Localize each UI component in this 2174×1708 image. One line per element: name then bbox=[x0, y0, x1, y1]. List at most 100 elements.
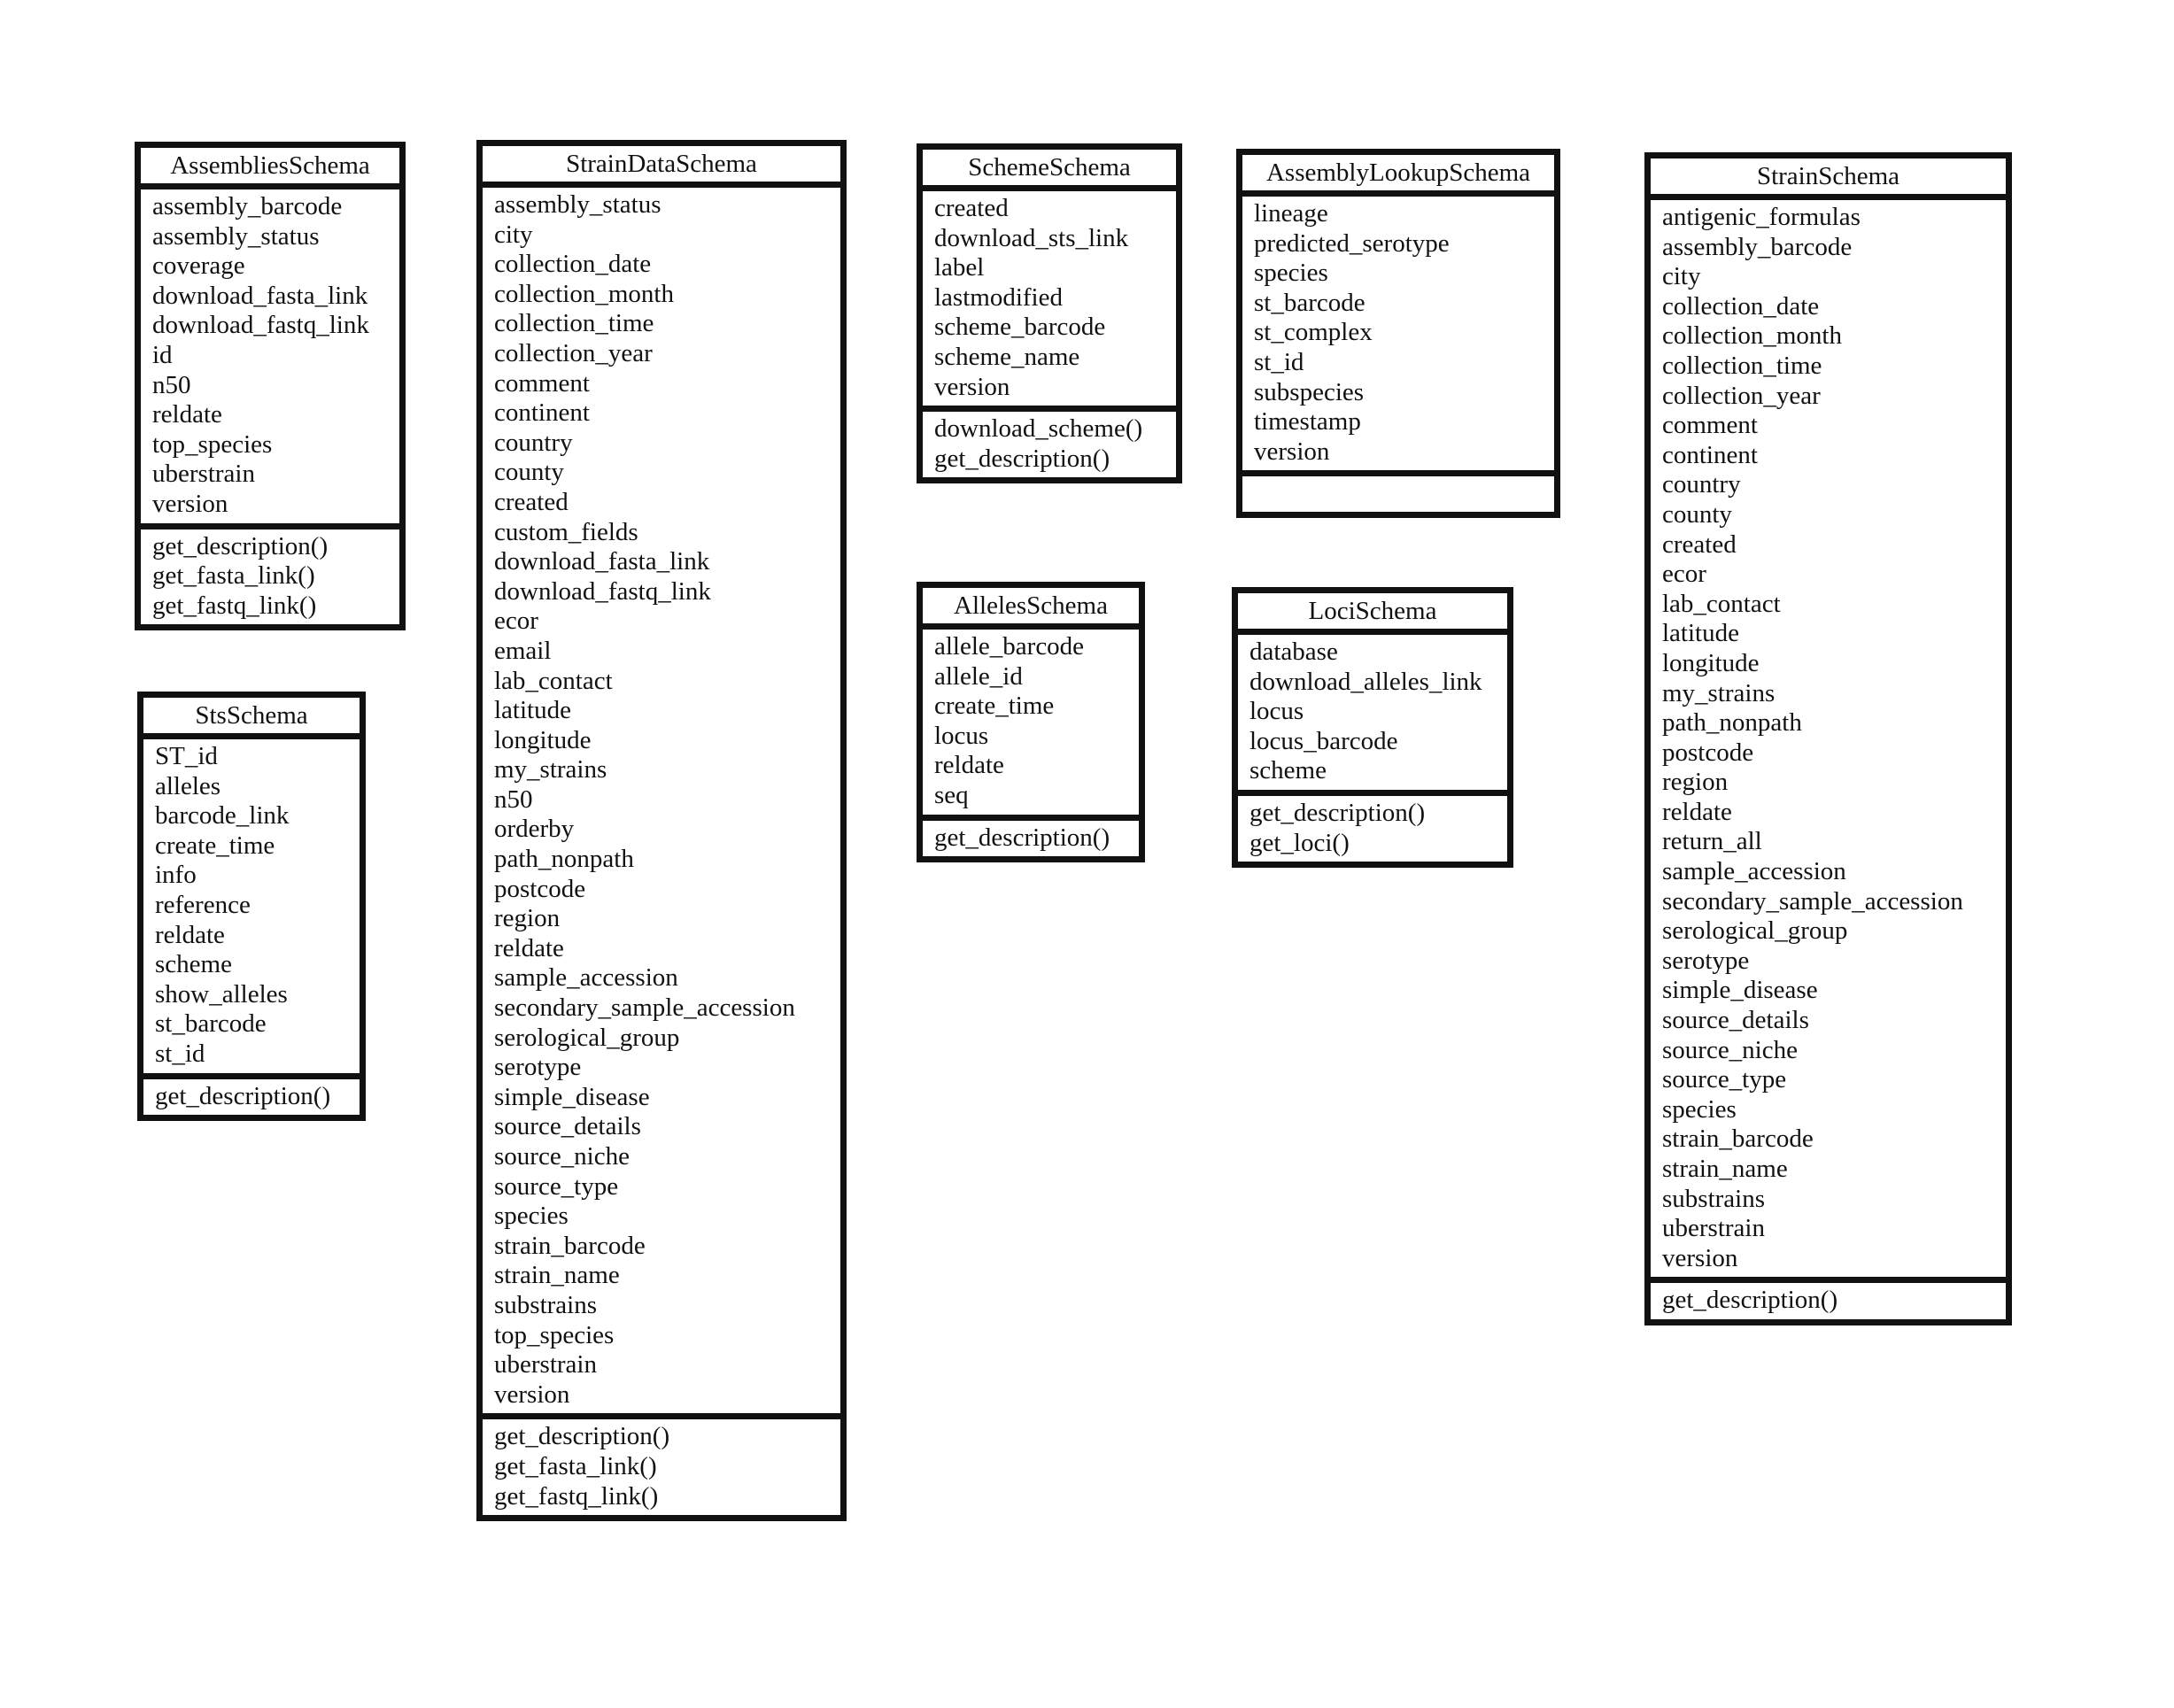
attribute-city: city bbox=[494, 220, 533, 249]
attribute-alleles: alleles bbox=[155, 771, 221, 800]
attribute-my-strains: my_strains bbox=[494, 755, 607, 784]
attribute-species: species bbox=[1662, 1094, 1737, 1124]
attribute-strain-barcode: strain_barcode bbox=[1662, 1124, 1814, 1154]
attribute-database: database bbox=[1249, 638, 1338, 666]
attribute-longitude: longitude bbox=[1662, 648, 1760, 677]
attribute-secondary-sample-accession: secondary_sample_accession bbox=[1662, 886, 1963, 916]
attribute-barcode-link: barcode_link bbox=[155, 801, 290, 831]
attribute-lab-contact: lab_contact bbox=[494, 666, 613, 695]
attribute-assembly-barcode: assembly_barcode bbox=[1662, 232, 1853, 261]
attribute-antigenic-formulas: antigenic_formulas bbox=[1662, 203, 1861, 231]
attribute-lastmodified: lastmodified bbox=[934, 282, 1063, 312]
attribute-top-species: top_species bbox=[152, 429, 273, 459]
attribute-top-species: top_species bbox=[494, 1320, 615, 1349]
attribute-locus: locus bbox=[1249, 697, 1304, 726]
attribute-comment: comment bbox=[1662, 411, 1758, 440]
method-get-description: get_description() bbox=[1249, 798, 1426, 827]
attribute-download-fasta-link: download_fasta_link bbox=[152, 281, 368, 310]
attribute-download-fasta-link: download_fasta_link bbox=[494, 547, 710, 576]
attribute-species: species bbox=[1254, 259, 1328, 288]
attribute-scheme: scheme bbox=[155, 950, 232, 979]
attribute-sample-accession: sample_accession bbox=[494, 963, 678, 993]
attribute-st-barcode: st_barcode bbox=[1254, 288, 1366, 317]
attribute-collection-year: collection_year bbox=[1662, 381, 1821, 410]
attribute-created: created bbox=[494, 487, 569, 516]
attribute-reldate: reldate bbox=[934, 751, 1004, 780]
attribute-scheme-name: scheme_name bbox=[934, 342, 1080, 371]
method-get-description: get_description() bbox=[934, 444, 1110, 473]
class-name: StrainDataSchema bbox=[483, 146, 840, 188]
method-get-fastq-link: get_fastq_link() bbox=[152, 591, 317, 620]
attribute-ecor: ecor bbox=[494, 607, 538, 636]
attribute-locus-barcode: locus_barcode bbox=[1249, 726, 1398, 755]
attribute-collection-time: collection_time bbox=[494, 309, 654, 338]
attribute-coverage: coverage bbox=[152, 251, 245, 281]
attribute-predicted-serotype: predicted_serotype bbox=[1254, 228, 1450, 258]
method-download-scheme: download_scheme() bbox=[934, 414, 1143, 444]
attribute-created: created bbox=[934, 194, 1009, 222]
attribute-collection-month: collection_month bbox=[494, 279, 674, 308]
attribute-ecor: ecor bbox=[1662, 560, 1706, 589]
attribute-lab-contact: lab_contact bbox=[1662, 589, 1781, 618]
attribute-serotype: serotype bbox=[1662, 946, 1750, 975]
method-get-description: get_description() bbox=[155, 1081, 331, 1110]
attribute-collection-year: collection_year bbox=[494, 338, 653, 367]
method-compartment: get_description() bbox=[1651, 1283, 2006, 1319]
attribute-my-strains: my_strains bbox=[1662, 678, 1776, 707]
attribute-serotype: serotype bbox=[494, 1053, 582, 1082]
attribute-collection-time: collection_time bbox=[1662, 351, 1822, 380]
attribute-subspecies: subspecies bbox=[1254, 377, 1365, 406]
attribute-path-nonpath: path_nonpath bbox=[494, 845, 634, 874]
attribute-comment: comment bbox=[494, 368, 590, 398]
attribute-assembly-status: assembly_status bbox=[152, 221, 320, 251]
method-get-description: get_description() bbox=[152, 531, 329, 560]
attribute-source-type: source_type bbox=[494, 1171, 619, 1201]
attribute-source-details: source_details bbox=[1662, 1006, 1809, 1035]
method-compartment: get_description()get_fasta_link()get_fas… bbox=[483, 1419, 840, 1515]
attribute-sample-accession: sample_accession bbox=[1662, 857, 1846, 886]
attribute-path-nonpath: path_nonpath bbox=[1662, 708, 1802, 738]
attribute-assembly-status: assembly_status bbox=[494, 190, 661, 219]
method-compartment: get_description() bbox=[143, 1079, 360, 1116]
attribute-reldate: reldate bbox=[1662, 797, 1732, 826]
class-name: AllelesSchema bbox=[923, 588, 1139, 630]
method-compartment: download_scheme()get_description() bbox=[923, 412, 1176, 477]
method-get-loci: get_loci() bbox=[1249, 828, 1350, 857]
attribute-collection-month: collection_month bbox=[1662, 321, 1842, 351]
attribute-city: city bbox=[1662, 262, 1701, 291]
attribute-st-id: st_id bbox=[1254, 347, 1304, 376]
attribute-id: id bbox=[152, 340, 173, 369]
attribute-serological-group: serological_group bbox=[494, 1023, 680, 1052]
method-get-fasta-link: get_fasta_link() bbox=[494, 1451, 657, 1480]
attribute-download-fastq-link: download_fastq_link bbox=[494, 576, 711, 606]
attribute-version: version bbox=[494, 1380, 570, 1409]
class-name: AssembliesSchema bbox=[141, 148, 399, 189]
attribute-substrains: substrains bbox=[1662, 1184, 1765, 1213]
attribute-continent: continent bbox=[494, 398, 590, 428]
attribute-collection-date: collection_date bbox=[494, 250, 652, 279]
method-compartment bbox=[1242, 476, 1554, 512]
attribute-postcode: postcode bbox=[1662, 738, 1754, 767]
attribute-strain-barcode: strain_barcode bbox=[494, 1231, 646, 1260]
class-name: LociSchema bbox=[1238, 593, 1507, 635]
attribute-uberstrain: uberstrain bbox=[494, 1350, 597, 1380]
attribute-version: version bbox=[152, 489, 228, 518]
attribute-reldate: reldate bbox=[152, 400, 222, 429]
attribute-lineage: lineage bbox=[1254, 199, 1328, 228]
attribute-locus: locus bbox=[934, 721, 989, 750]
class-name: StsSchema bbox=[143, 698, 360, 739]
attribute-simple-disease: simple_disease bbox=[494, 1082, 650, 1111]
attribute-info: info bbox=[155, 861, 197, 890]
method-get-description: get_description() bbox=[934, 823, 1110, 852]
